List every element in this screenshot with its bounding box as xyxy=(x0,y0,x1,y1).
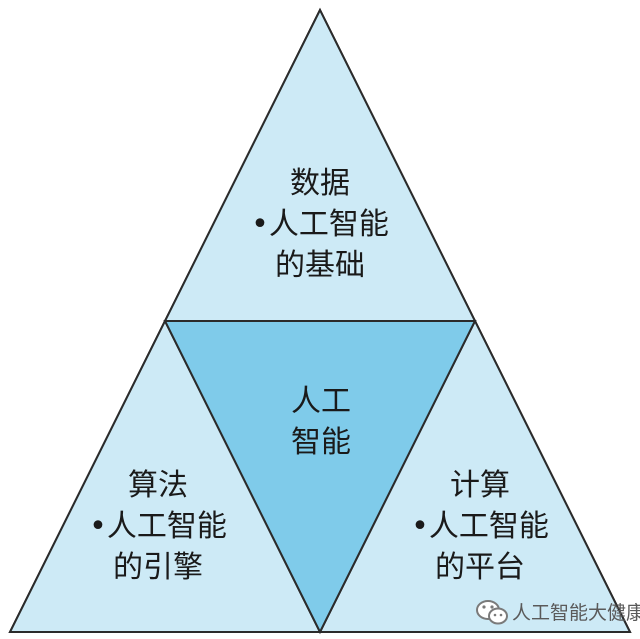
left-title: 算法 xyxy=(128,468,188,503)
watermark-text: 人工智能大健康 xyxy=(512,602,640,624)
center-line2: 智能 xyxy=(291,425,351,460)
wechat-icon xyxy=(476,600,508,625)
right-title: 计算 xyxy=(450,468,510,503)
top-line2: 的基础 xyxy=(275,248,365,283)
top-title: 数据 xyxy=(290,166,350,201)
right-line1: •人工智能 xyxy=(411,509,549,544)
top-line1: •人工智能 xyxy=(251,207,389,242)
center-line1: 人工 xyxy=(291,384,351,419)
left-line2: 的引擎 xyxy=(113,550,203,585)
right-line2: 的平台 xyxy=(435,550,525,585)
center-triangle xyxy=(163,320,477,635)
left-line1: •人工智能 xyxy=(89,509,227,544)
watermark: 人工智能大健康 xyxy=(476,600,640,625)
